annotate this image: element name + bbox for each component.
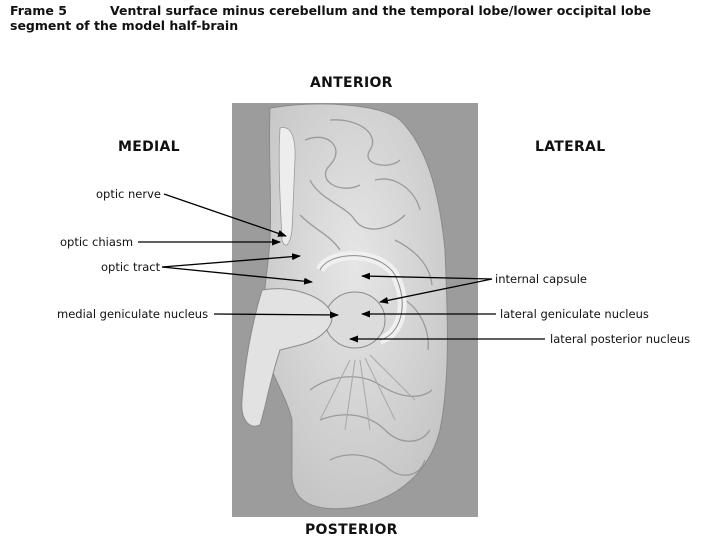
direction-lateral: LATERAL: [535, 139, 606, 155]
occipital-white-matter: [319, 354, 416, 431]
gyri-lines: [299, 119, 433, 476]
brainstem-stump: [241, 288, 333, 427]
arrow-internal-capsule-2: [379, 278, 493, 304]
figure-title-line-2: segment of the model half-brain: [10, 18, 239, 33]
medial-surface-strip: [278, 127, 296, 246]
internal-capsule-edge: [319, 255, 403, 341]
label-optic-chiasm: optic chiasm: [60, 235, 134, 249]
arrow-optic-nerve: [163, 193, 287, 237]
pointer-arrows: [138, 193, 545, 343]
brain-photo: [232, 103, 478, 517]
label-internal-capsule: internal capsule: [495, 272, 587, 286]
arrow-optic-tract-2: [161, 266, 313, 285]
label-optic-nerve: optic nerve: [96, 187, 161, 201]
label-medial-geniculate-nucleus: medial geniculate nucleus: [57, 307, 209, 321]
label-lateral-posterior-nucleus: lateral posterior nucleus: [550, 332, 691, 346]
label-lateral-geniculate-nucleus: lateral geniculate nucleus: [500, 307, 649, 321]
figure-title-line-1: Ventral surface minus cerebellum and the…: [110, 3, 652, 18]
figure-header: Frame 5 Ventral surface minus cerebellum …: [10, 3, 710, 33]
arrow-medial-geniculate-nucleus: [213, 311, 339, 319]
arrow-internal-capsule-1: [361, 272, 493, 280]
arrow-optic-tract-1: [161, 253, 301, 268]
direction-anterior: ANTERIOR: [310, 75, 393, 91]
header-line-1: Frame 5 Ventral surface minus cerebellum …: [10, 3, 710, 18]
direction-medial: MEDIAL: [118, 139, 180, 155]
direction-posterior: POSTERIOR: [305, 522, 398, 538]
frame-label: Frame 5: [10, 3, 67, 18]
label-optic-tract: optic tract: [101, 260, 161, 274]
